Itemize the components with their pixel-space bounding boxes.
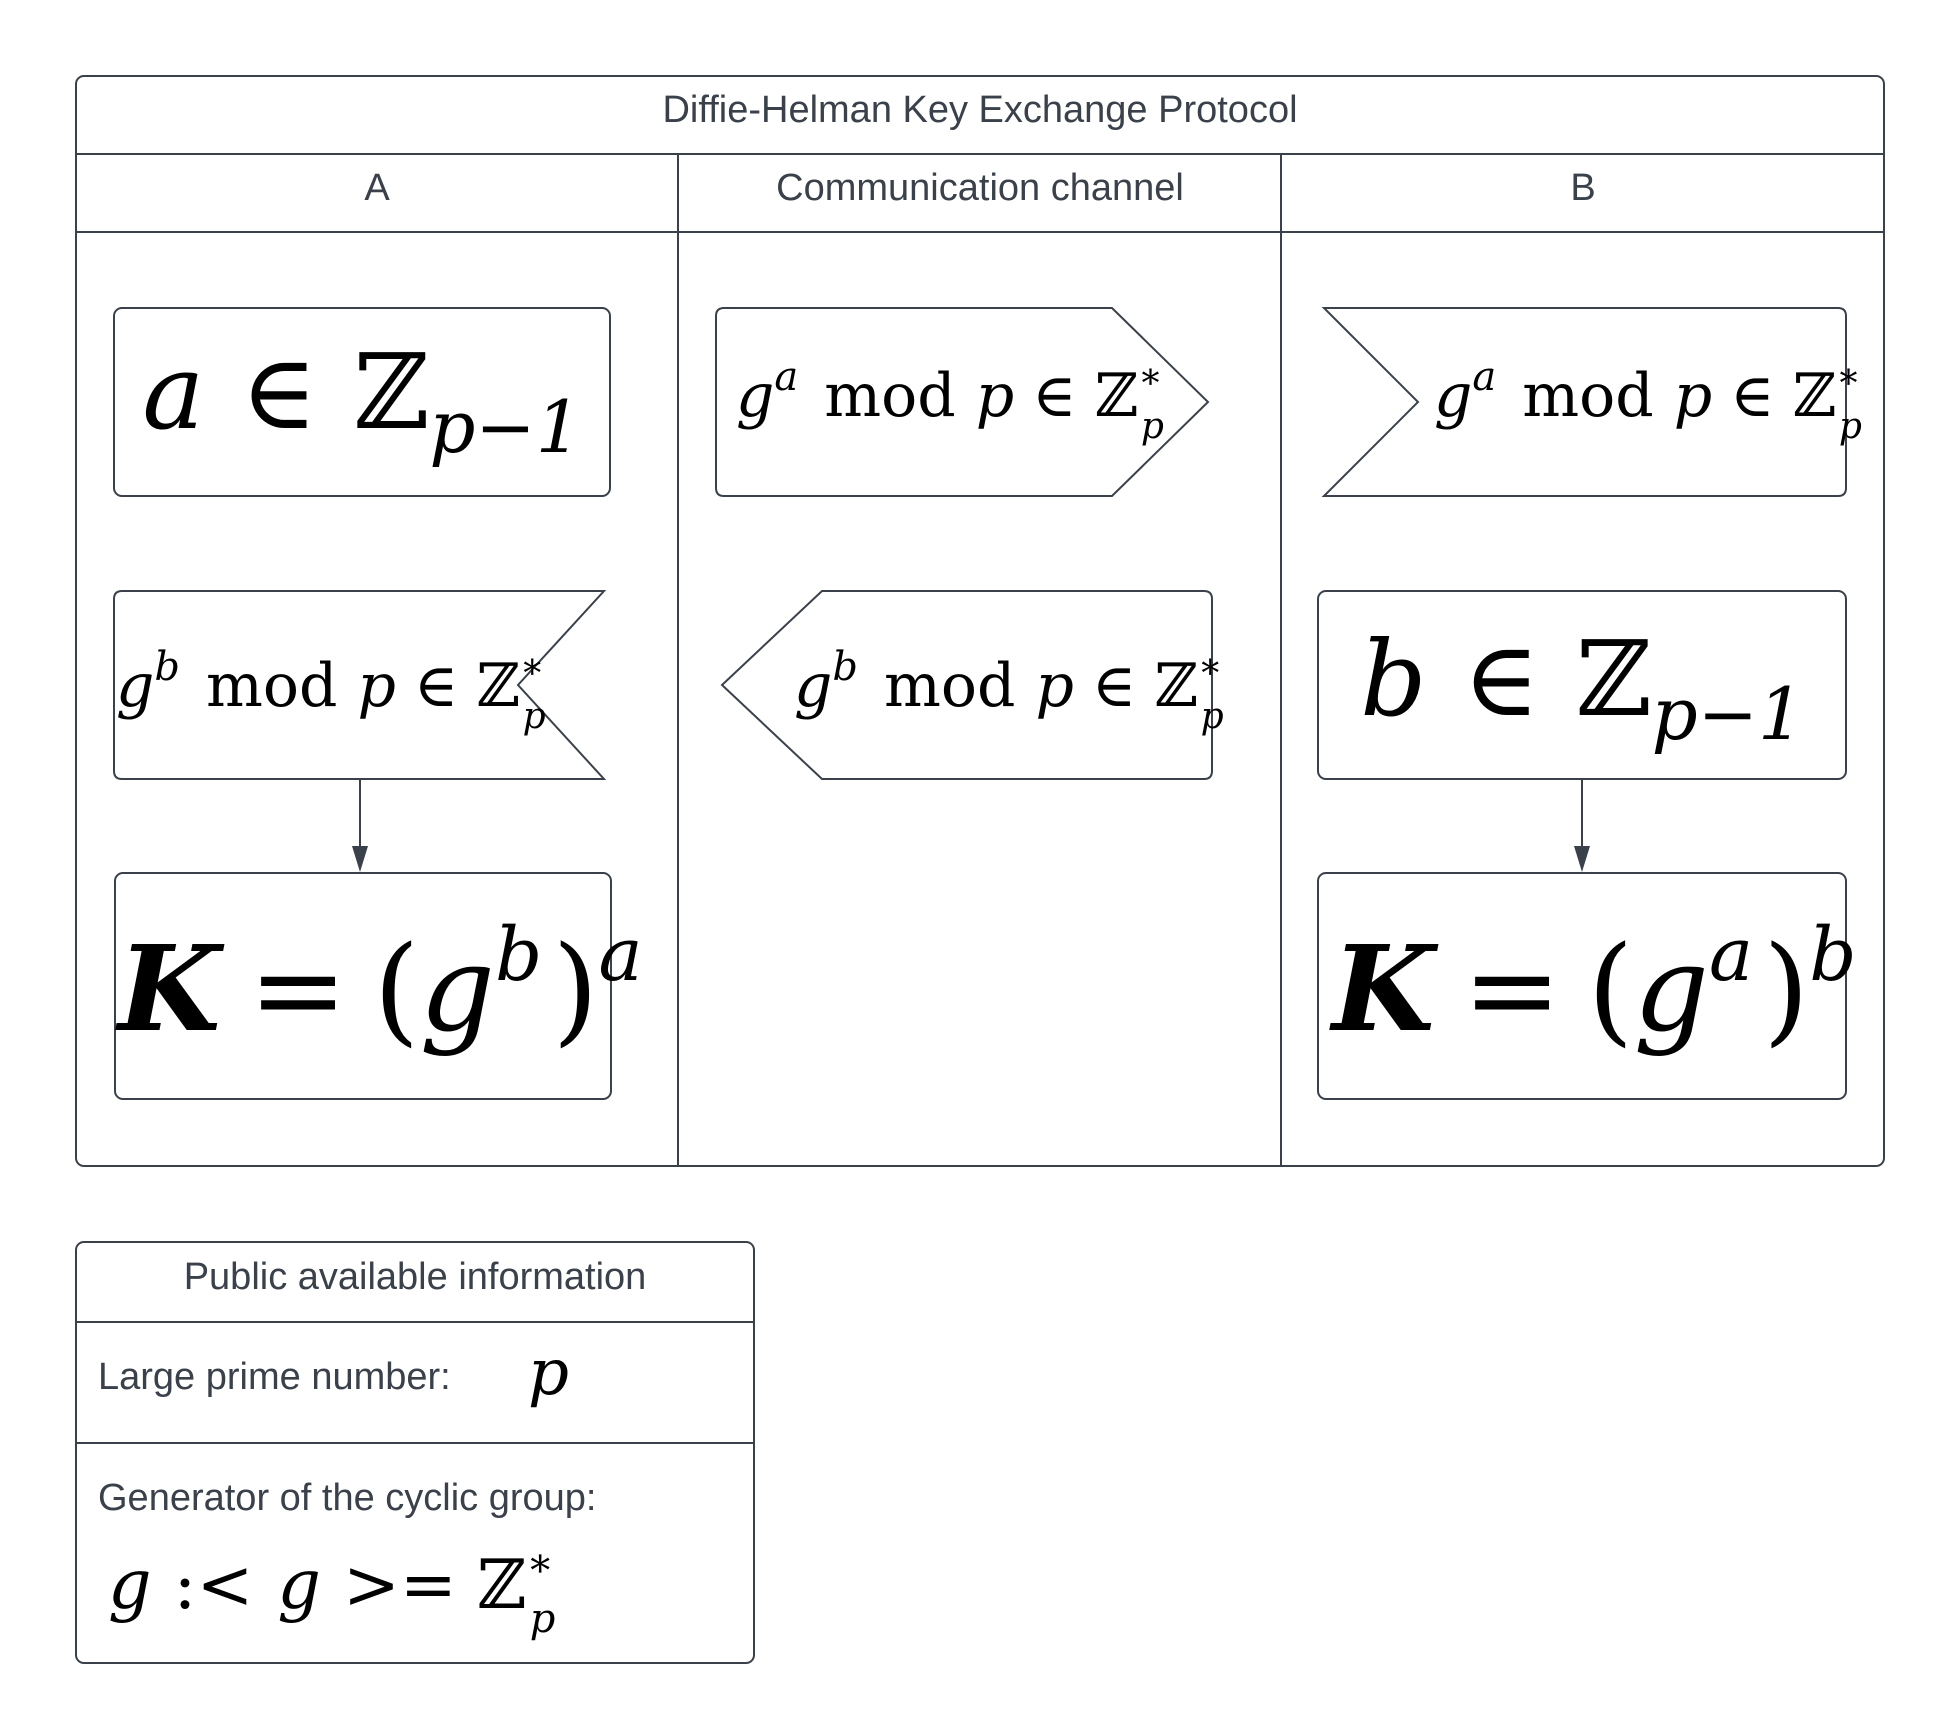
prime-label: Large prime number: <box>98 1356 451 1398</box>
public-info-title: Public available information <box>184 1256 647 1298</box>
public-info-table: Public available information Large prime… <box>75 1241 755 1664</box>
b-arrow-head <box>1574 846 1590 872</box>
generator-label: Generator of the cyclic group: <box>98 1477 596 1519</box>
public-info-border <box>75 1241 755 1664</box>
lane-header-a: A <box>364 167 390 209</box>
b-private-key-formula: b∈ℤp−1 <box>1360 618 1804 756</box>
b-shared-key-node: K=(ga)b <box>1317 872 1857 1100</box>
a-private-key-node: a∈ℤp−1 <box>113 307 611 497</box>
a-shared-key-formula: K=(gb)a <box>115 912 643 1058</box>
a-shared-key-node: K=(gb)a <box>114 872 643 1100</box>
b-shared-key-formula: K=(ga)b <box>1329 912 1857 1058</box>
diagram-title: Diffie-Helman Key Exchange Protocol <box>662 89 1297 131</box>
a-private-key-formula: a∈ℤp−1 <box>142 331 581 469</box>
a-arrow <box>352 779 368 872</box>
prime-symbol: p <box>528 1336 569 1410</box>
generator-formula: g:<g>=ℤ∗p <box>108 1540 555 1642</box>
lane-header-b: B <box>1570 167 1595 209</box>
b-private-key-node: b∈ℤp−1 <box>1317 590 1847 780</box>
b-arrow <box>1574 779 1590 872</box>
lane-header-channel: Communication channel <box>776 167 1184 209</box>
a-arrow-head <box>352 846 368 872</box>
